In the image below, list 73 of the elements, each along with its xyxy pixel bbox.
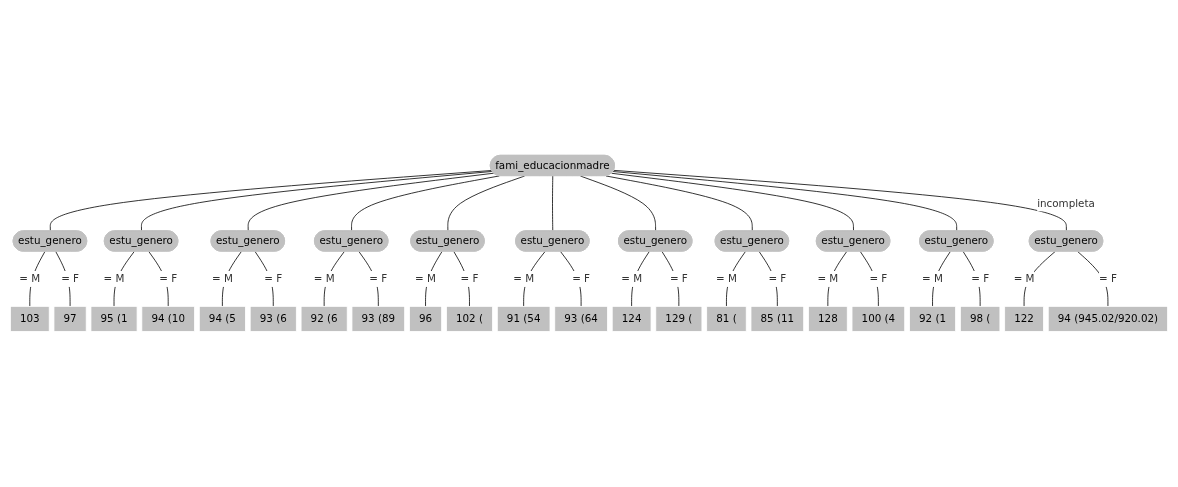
edge-label: = M	[1013, 272, 1035, 285]
connector	[1023, 251, 1056, 307]
node-box: 91 (54	[496, 306, 551, 332]
connector	[932, 251, 951, 307]
connector	[1077, 251, 1109, 307]
edge-label: = F	[971, 272, 990, 285]
edge-label: = F	[669, 272, 688, 285]
edge-label: = F	[264, 272, 283, 285]
connector	[560, 251, 582, 307]
connector	[661, 251, 680, 307]
edge-label: = M	[621, 272, 643, 285]
node-box: 85 (11	[750, 306, 805, 332]
node-box: 97	[53, 306, 87, 332]
edge-label: = M	[103, 272, 125, 285]
connector	[613, 170, 1067, 232]
node-box: 128	[808, 306, 848, 332]
edge-label: = M	[19, 272, 41, 285]
node-box: 124	[611, 306, 652, 332]
connector	[726, 251, 746, 307]
edge-label: = F	[460, 272, 479, 285]
connector	[612, 171, 958, 232]
edge-label: = M	[313, 272, 335, 285]
connector	[580, 175, 657, 232]
connector	[425, 251, 443, 307]
node-box: 93 (89	[351, 306, 406, 332]
edge-label: = F	[869, 272, 888, 285]
edge-label: = F	[572, 272, 591, 285]
connector	[254, 251, 274, 307]
node-box: 122	[1004, 306, 1044, 332]
connector	[221, 251, 242, 307]
node-box: 92 (1	[909, 306, 956, 332]
connector	[447, 175, 526, 232]
connector	[49, 170, 493, 232]
node-box: 129 (	[655, 306, 703, 332]
connector	[611, 173, 854, 232]
edge-label: = F	[159, 272, 178, 285]
node-box: 103	[10, 306, 50, 332]
node-box: 94 (10	[141, 306, 195, 332]
connector	[148, 251, 169, 307]
edge-label: = M	[211, 272, 233, 285]
connector	[605, 175, 753, 232]
connector	[962, 251, 981, 307]
edge-label: = M	[513, 272, 535, 285]
edge-label: = M	[716, 272, 737, 285]
connector	[141, 171, 493, 232]
edge-label: = F	[768, 272, 787, 285]
connector	[552, 175, 554, 232]
connector	[358, 251, 379, 307]
edge-label: = F	[369, 272, 388, 285]
connector	[453, 251, 470, 307]
node-box: 92 (6	[300, 306, 348, 332]
connector	[247, 172, 495, 232]
node-box: 94 (5	[198, 306, 246, 332]
node-box: 96	[409, 306, 443, 332]
connector	[55, 251, 71, 307]
edge-label: incompleta	[1037, 197, 1095, 210]
edge-label: = F	[61, 272, 80, 285]
connector	[859, 251, 879, 307]
connector	[758, 251, 778, 307]
node-box: 95 (1	[90, 306, 138, 332]
edge-label: = M	[922, 272, 943, 285]
node-box: 98 (	[959, 306, 1001, 332]
edge-label: = F	[1098, 272, 1117, 285]
node-box: 102 (	[446, 306, 493, 332]
node-box: 93 (64	[554, 306, 608, 332]
connector	[351, 175, 500, 232]
connector	[29, 251, 46, 307]
node-box: 93 (6	[249, 306, 297, 332]
edge-label: = M	[817, 272, 839, 285]
node-box: 81 (	[706, 306, 747, 332]
node-box: 94 (945.02/920.02)	[1047, 306, 1168, 332]
edge-label: = M	[415, 272, 436, 285]
node-box: 100 (4	[851, 306, 906, 332]
